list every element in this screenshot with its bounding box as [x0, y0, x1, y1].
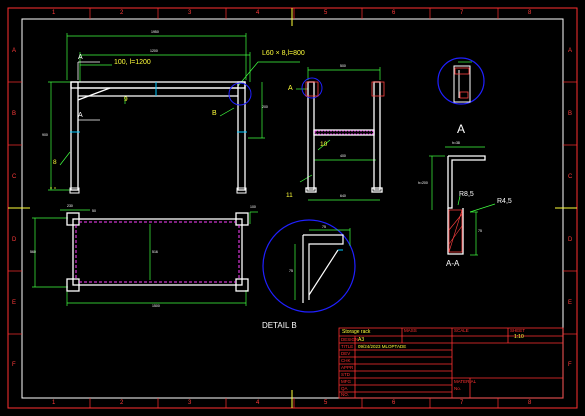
zone-label-top-1: 1 — [52, 10, 56, 16]
title-block-row-9: NO. — [341, 392, 350, 397]
dim-height-left: 900 — [42, 133, 48, 137]
zone-label-left-a: A — [12, 48, 17, 54]
dim-section-width: h=38 — [452, 141, 460, 145]
outer-frame — [7, 7, 578, 409]
zone-label-bottom-7: 7 — [460, 400, 464, 406]
dim-plan-top-1: 230 — [67, 204, 73, 208]
detail-b — [262, 219, 356, 313]
title-block-date-author: 09/24/2023 MLOPTADE — [358, 344, 407, 349]
zone-label-top-5: 5 — [324, 10, 328, 16]
dim-plan-right: 100 — [250, 205, 256, 209]
title-block-row-3: DEV — [341, 351, 351, 356]
dim-side-inner: 400 — [340, 154, 346, 158]
title-block-sheet-no: No. — [454, 386, 462, 391]
zone-label-left-f: F — [12, 362, 16, 368]
zone-label-top-3: 3 — [188, 10, 192, 16]
zone-label-right-a: A — [568, 48, 573, 54]
dim-detail-2: 75 — [289, 269, 293, 273]
title-block-row-5: APPR — [341, 365, 354, 370]
title-block-row-8: QA — [341, 386, 348, 391]
dim-side-width: 500 — [340, 64, 346, 68]
detail-b-marker: B — [212, 110, 217, 117]
zone-label-left-e: E — [12, 300, 17, 306]
zone-label-right-d: D — [568, 237, 573, 243]
title-block-sheet-header: SHEET — [510, 328, 526, 333]
title-block-row-6: STD — [341, 372, 350, 377]
section-a-marker-top: A — [78, 54, 83, 61]
zone-label-bottom-4: 4 — [256, 400, 260, 406]
title-block — [338, 327, 564, 399]
dim-section-depth: 75 — [478, 229, 482, 233]
zone-label-top-8: 8 — [528, 10, 532, 16]
dim-plan-height: 560 — [30, 250, 36, 254]
dim-section-height: h=200 — [418, 181, 428, 185]
title-block-scale-header: SCALE — [454, 328, 469, 333]
front-view — [48, 33, 300, 194]
profile-callout: L60 × 8,l=800 — [262, 50, 305, 57]
title-block-scale: 1:10 — [514, 334, 524, 340]
zone-label-bottom-1: 1 — [52, 400, 56, 406]
zone-ticks — [8, 8, 577, 408]
zone-label-top-6: 6 — [392, 10, 396, 16]
zone-label-left-c: C — [12, 174, 17, 180]
title-block-mass-header: MASS — [404, 328, 417, 333]
dim-height-right: 200 — [262, 105, 268, 109]
zone-label-right-e: E — [568, 300, 573, 306]
zone-label-right-b: B — [568, 111, 573, 117]
side-view — [296, 67, 385, 201]
item-10-callout: 10 — [320, 141, 328, 148]
section-a-a — [429, 146, 496, 256]
zone-label-bottom-5: 5 — [324, 400, 328, 406]
title-block-size: A3 — [358, 337, 365, 343]
zone-label-top-2: 2 — [120, 10, 124, 16]
item-8-callout: 8 — [53, 159, 57, 166]
item-11-callout: 11 — [286, 192, 293, 199]
dim-side-bottom: 640 — [340, 194, 346, 198]
title-block-row-2: TITLE — [341, 344, 354, 349]
dim-top-width: 1950 — [151, 30, 159, 34]
radius-label-2: R4,5 — [497, 198, 512, 205]
view-a-detail — [437, 57, 485, 105]
view-a-marker: A — [288, 85, 293, 92]
section-a-a-title: A-A — [446, 259, 460, 268]
dim-detail-1: 75 — [322, 225, 326, 229]
zone-label-right-f: F — [568, 362, 572, 368]
section-a-marker-bottom: A — [78, 112, 83, 119]
dim-plan-top-2: 50 — [92, 209, 96, 213]
dim-plan-width: 1500 — [152, 304, 160, 308]
title-block-material: MATERIAL — [454, 379, 477, 384]
title-block-name: Storage rack — [342, 329, 371, 335]
centering-marks — [8, 8, 577, 408]
zone-label-left-d: D — [12, 237, 17, 243]
item-9-callout: 9 — [124, 96, 128, 103]
detail-b-title: DETAIL B — [262, 321, 297, 330]
zone-label-left-b: B — [12, 111, 17, 117]
title-block-row-4: CHK — [341, 358, 351, 363]
view-a-title: A — [457, 122, 466, 136]
dim-plan-inner: 516 — [152, 250, 158, 254]
zone-label-bottom-8: 8 — [528, 400, 532, 406]
zone-label-bottom-2: 2 — [120, 400, 124, 406]
dim-inner-width: 1200 — [150, 49, 158, 53]
item-100-callout: 100, l=1200 — [114, 59, 151, 66]
plan-view — [32, 209, 258, 306]
radius-label-1: R8,5 — [459, 191, 474, 198]
zone-label-top-4: 4 — [256, 10, 260, 16]
zone-label-top-7: 7 — [460, 10, 464, 16]
title-block-row-1: DESIGN — [341, 337, 359, 342]
zone-label-right-c: C — [568, 174, 573, 180]
zone-label-bottom-6: 6 — [392, 400, 396, 406]
zone-label-bottom-3: 3 — [188, 400, 192, 406]
title-block-row-7: MFG — [341, 379, 351, 384]
